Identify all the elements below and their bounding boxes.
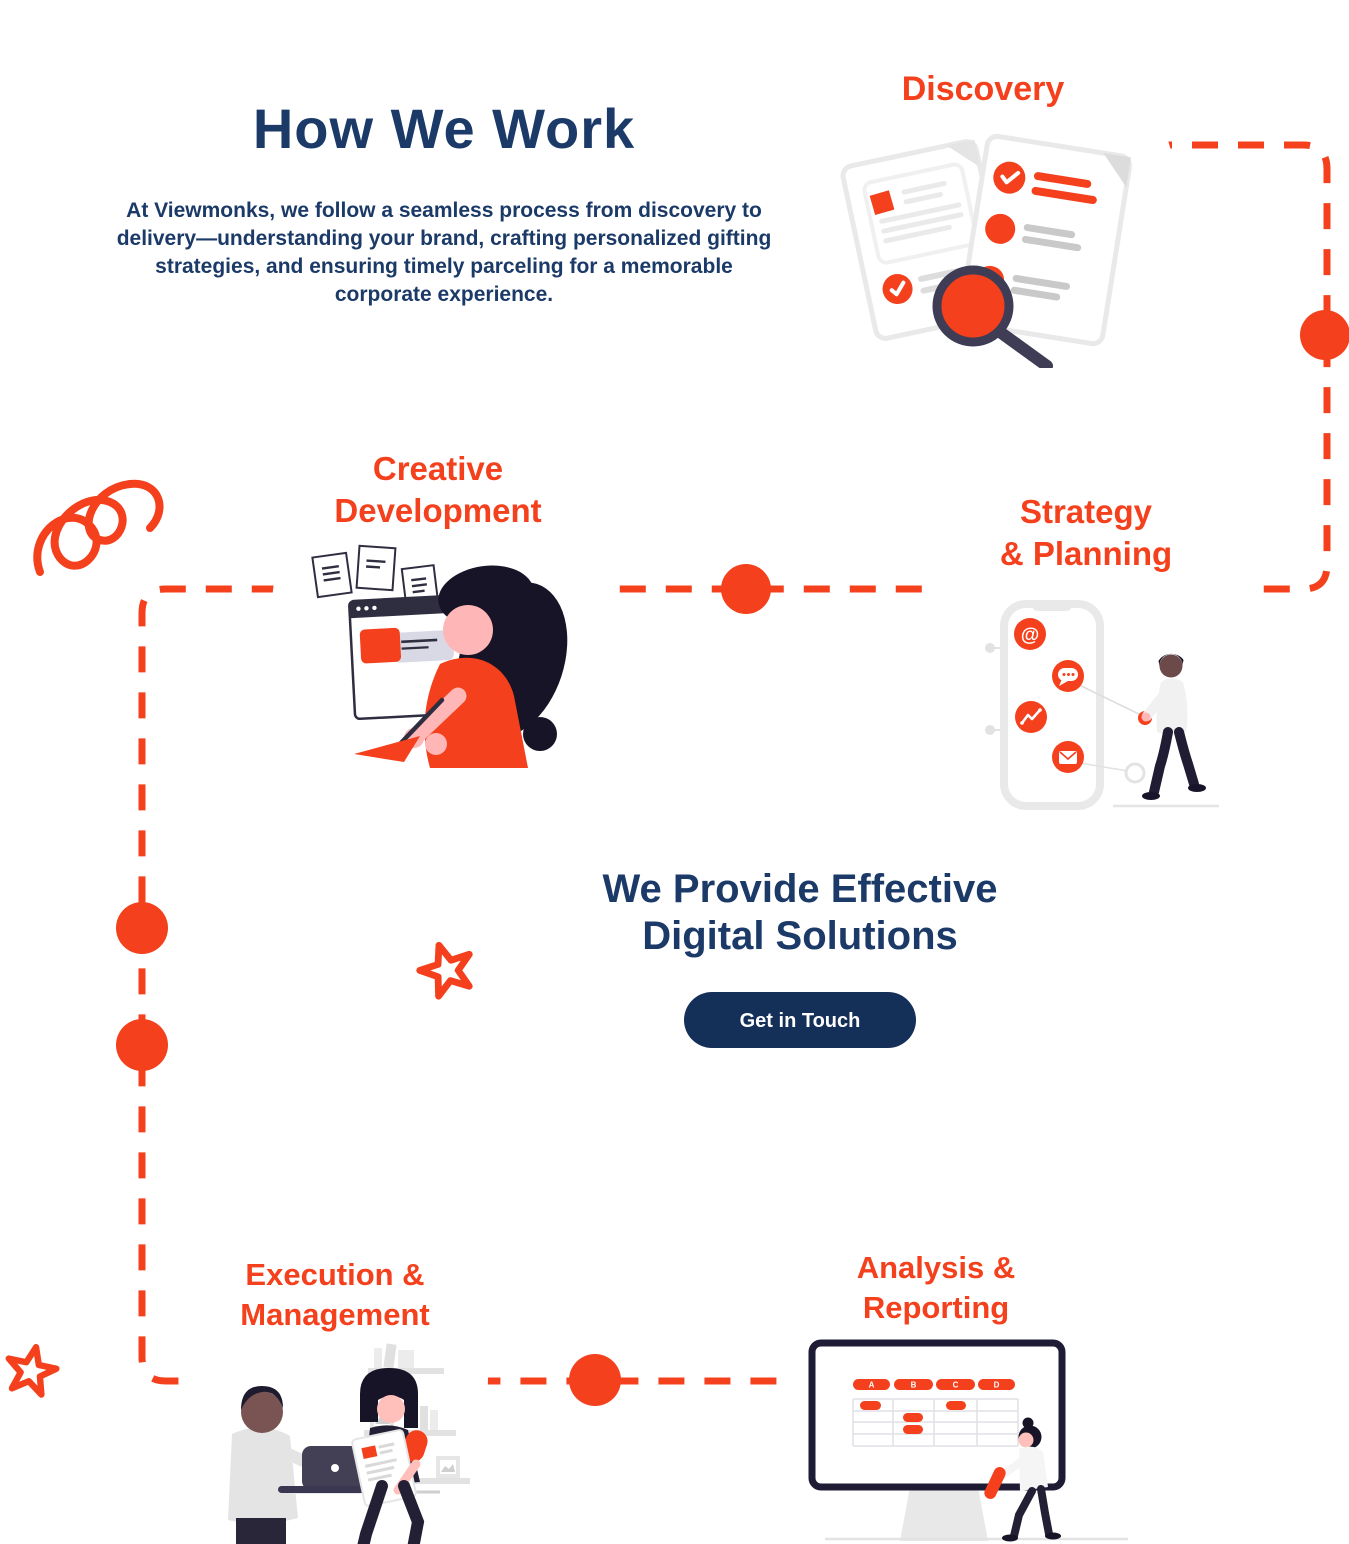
cta-heading: We Provide Effective Digital Solutions bbox=[602, 867, 998, 959]
at-icon: @ bbox=[1014, 618, 1046, 650]
strategy-planning-illustration: @ bbox=[985, 600, 1219, 810]
creative-development-illustration bbox=[311, 544, 568, 768]
report-table: A B C D bbox=[852, 1379, 1019, 1447]
marker-icon bbox=[984, 1467, 1006, 1499]
sticky-note-icon bbox=[355, 544, 397, 592]
process-dot bbox=[116, 902, 168, 954]
analysis-reporting-illustration: A B C D bbox=[808, 1339, 1128, 1542]
chart-icon bbox=[1015, 701, 1047, 733]
cta-block: We Provide Effective Digital Solutions G… bbox=[500, 866, 1100, 1049]
column-header: C bbox=[953, 1381, 959, 1390]
mail-icon bbox=[1052, 741, 1084, 773]
monitor-stand bbox=[900, 1487, 988, 1541]
woman-figure bbox=[351, 1368, 428, 1544]
process-dot bbox=[116, 1019, 168, 1071]
step-circle-analysis-reporting: Analysis & Reporting A B C D bbox=[783, 1238, 1128, 1544]
process-dot bbox=[1300, 310, 1349, 360]
step-title-analysis-reporting: Analysis & Reporting bbox=[856, 1250, 1016, 1325]
step-circle-execution-management: Execution & Management bbox=[182, 1225, 488, 1544]
laptop-icon bbox=[278, 1446, 372, 1493]
star-doodle bbox=[5, 1343, 60, 1398]
discovery-illustration bbox=[840, 133, 1133, 368]
star-doodle bbox=[416, 941, 473, 1000]
step-circle-strategy-planning: Strategy & Planning @ bbox=[925, 453, 1247, 810]
step-title-creative-development: Creative Development bbox=[334, 450, 542, 530]
step-circle-creative-development: Creative Development bbox=[272, 442, 604, 774]
execution-management-illustration bbox=[228, 1343, 470, 1544]
svg-text:@: @ bbox=[1021, 625, 1040, 646]
column-header: B bbox=[911, 1381, 917, 1390]
step-title-strategy-planning: Strategy & Planning bbox=[999, 493, 1173, 573]
magnifier-icon bbox=[932, 265, 1053, 368]
walking-person-figure bbox=[1138, 653, 1206, 800]
section-header: How We Work At Viewmonks, we follow a se… bbox=[108, 96, 780, 310]
pen-icon bbox=[395, 697, 445, 749]
get-in-touch-button[interactable]: Get in Touch bbox=[684, 992, 916, 1049]
column-header: D bbox=[994, 1381, 1000, 1390]
analyst-figure bbox=[984, 1417, 1061, 1542]
process-dot bbox=[721, 564, 771, 614]
step-circle-discovery: Discovery bbox=[790, 2, 1176, 388]
process-dot bbox=[569, 1354, 621, 1406]
step-title-execution-management: Execution & Management bbox=[240, 1257, 430, 1332]
man-figure bbox=[228, 1386, 320, 1544]
step-title-discovery: Discovery bbox=[901, 70, 1065, 108]
spiral-doodle bbox=[33, 479, 164, 576]
column-header: A bbox=[869, 1381, 875, 1390]
woman-drawing-figure bbox=[354, 565, 568, 768]
chat-icon bbox=[1052, 660, 1084, 692]
page-title: How We Work bbox=[252, 97, 636, 160]
sticky-note-icon bbox=[311, 551, 353, 599]
section-description: At Viewmonks, we follow a seamless proce… bbox=[116, 199, 772, 307]
